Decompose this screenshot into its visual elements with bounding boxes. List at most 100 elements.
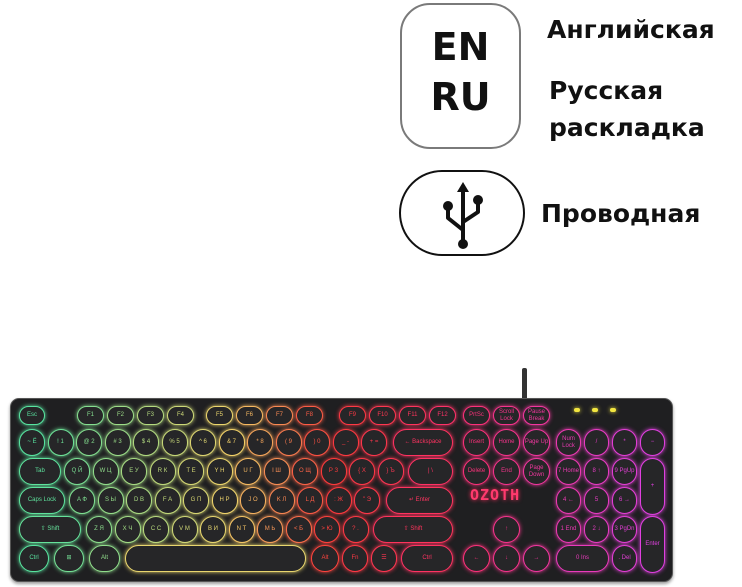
key-num-20[interactable]: − xyxy=(640,429,665,456)
key-f7[interactable]: F7 xyxy=(266,406,293,425)
key-shift[interactable]: ⇧ Shift xyxy=(19,516,81,543)
key-m[interactable]: M Ь xyxy=(257,516,283,543)
key-num-19[interactable]: * xyxy=(612,429,637,456)
key-4[interactable]: 4 ← xyxy=(556,487,581,514)
key-i[interactable]: I Ш xyxy=(263,458,290,485)
key-f3[interactable]: F3 xyxy=(137,406,164,425)
key-n[interactable]: N Т xyxy=(228,516,255,543)
key-8[interactable]: 8 ↑ xyxy=(584,458,609,485)
key-q[interactable]: Q Й xyxy=(64,458,90,485)
key-5[interactable]: % 5 xyxy=(161,429,188,456)
key-home[interactable]: Home xyxy=(493,429,520,456)
key-d[interactable]: D В xyxy=(126,487,152,514)
key-2[interactable]: 2 ↓ xyxy=(584,516,609,543)
key-f5[interactable]: F5 xyxy=(206,406,233,425)
key-1-end[interactable]: 1 End xyxy=(556,516,581,543)
key-a[interactable]: A Ф xyxy=(69,487,95,514)
key-u[interactable]: U Г xyxy=(235,458,261,485)
key-home-11[interactable]: " Э xyxy=(354,487,380,514)
key-f[interactable]: F А xyxy=(154,487,181,514)
key-r[interactable]: R К xyxy=(149,458,176,485)
key-end[interactable]: End xyxy=(493,458,520,485)
key-num-0[interactable]: ~ Ё xyxy=(19,429,45,456)
key-delete[interactable]: Delete xyxy=(463,458,490,485)
key-enter[interactable]: Enter xyxy=(640,516,665,573)
key-1[interactable]: ! 1 xyxy=(47,429,74,456)
key-y[interactable]: Y Н xyxy=(206,458,233,485)
key-l[interactable]: L Д xyxy=(297,487,323,514)
key-shift-9[interactable]: > Ю xyxy=(314,516,340,543)
key-caps-lock[interactable]: Caps Lock xyxy=(19,487,65,514)
key-0[interactable]: ) 0 xyxy=(304,429,330,456)
key-x[interactable]: X Ч xyxy=(114,516,141,543)
key-f1[interactable]: F1 xyxy=(77,406,104,425)
key-p[interactable]: P З xyxy=(320,458,347,485)
key-3[interactable]: # 3 xyxy=(104,429,131,456)
key-h[interactable]: H Р xyxy=(211,487,238,514)
key-shift-10[interactable]: ? . xyxy=(342,516,369,543)
key-del[interactable]: . Del xyxy=(612,545,637,572)
key-bottom-6[interactable]: ☰ xyxy=(371,545,397,572)
key-bottom-8[interactable]: ← xyxy=(463,545,490,572)
key-t[interactable]: T Е xyxy=(178,458,204,485)
key-enter[interactable]: ↵ Enter xyxy=(386,487,453,514)
key-esc[interactable]: Esc xyxy=(19,406,45,425)
key-f6[interactable]: F6 xyxy=(236,406,263,425)
key-o[interactable]: O Щ xyxy=(292,458,318,485)
key-page-up[interactable]: Page Up xyxy=(523,429,550,456)
key-shift[interactable]: ⇧ Shift xyxy=(373,516,453,543)
key-9[interactable]: ( 9 xyxy=(275,429,302,456)
key-num-lock[interactable]: Num Lock xyxy=(556,429,581,456)
key-f11[interactable]: F11 xyxy=(399,406,426,425)
key-4[interactable]: $ 4 xyxy=(133,429,159,456)
key-j[interactable]: J О xyxy=(240,487,266,514)
key-w[interactable]: W Ц xyxy=(92,458,119,485)
key-home-10[interactable]: : Ж xyxy=(325,487,352,514)
key-f4[interactable]: F4 xyxy=(167,406,194,425)
key-top-13[interactable]: | \ xyxy=(408,458,453,485)
key-scroll-lock[interactable]: Scroll Lock xyxy=(493,406,520,425)
key-alt[interactable]: Alt xyxy=(311,545,339,572)
key-prtsc[interactable]: PrtSc xyxy=(463,406,490,425)
key-0-ins[interactable]: 0 Ins xyxy=(556,545,609,572)
key-f8[interactable]: F8 xyxy=(296,406,323,425)
key-s[interactable]: S Ы xyxy=(97,487,124,514)
key-7-home[interactable]: 7 Home xyxy=(556,458,581,485)
key-9-pgup[interactable]: 9 PgUp xyxy=(612,458,637,485)
key-top-12[interactable]: } Ъ xyxy=(377,458,404,485)
key-fn[interactable]: Fn xyxy=(342,545,368,572)
key-bottom-10[interactable]: → xyxy=(523,545,550,572)
key-ctrl[interactable]: Ctrl xyxy=(401,545,453,572)
key-backspace[interactable]: ← Backspace xyxy=(393,429,453,456)
key-e[interactable]: E У xyxy=(121,458,147,485)
key-num-11[interactable]: _ - xyxy=(332,429,359,456)
key-num-18[interactable]: / xyxy=(584,429,609,456)
key-v[interactable]: V М xyxy=(171,516,198,543)
key-tab[interactable]: Tab xyxy=(19,458,61,485)
key-ctrl[interactable]: Ctrl xyxy=(19,545,49,572)
key-num-12[interactable]: + = xyxy=(361,429,387,456)
key-bottom-3[interactable] xyxy=(125,545,306,572)
key-6[interactable]: ^ 6 xyxy=(190,429,216,456)
key-bottom-9[interactable]: ↓ xyxy=(493,545,520,572)
key-insert[interactable]: Insert xyxy=(463,429,490,456)
key-pause-break[interactable]: Pause Break xyxy=(523,406,550,425)
key-z[interactable]: Z Я xyxy=(86,516,112,543)
key-top-20[interactable]: + xyxy=(640,458,665,515)
key-2[interactable]: @ 2 xyxy=(76,429,102,456)
key-top-11[interactable]: { Х xyxy=(349,458,375,485)
key-k[interactable]: K Л xyxy=(268,487,295,514)
key-f2[interactable]: F2 xyxy=(107,406,134,425)
key-f12[interactable]: F12 xyxy=(429,406,456,425)
key-b[interactable]: B И xyxy=(200,516,226,543)
key-3-pgdn[interactable]: 3 PgDn xyxy=(612,516,637,543)
key-6[interactable]: 6 → xyxy=(612,487,637,514)
key-7[interactable]: & 7 xyxy=(218,429,245,456)
key-c[interactable]: C С xyxy=(143,516,169,543)
key-8[interactable]: * 8 xyxy=(247,429,273,456)
key-shift-12[interactable]: ↑ xyxy=(493,516,520,543)
key-shift-8[interactable]: < Б xyxy=(285,516,312,543)
key-bottom-1[interactable]: ⊞ xyxy=(54,545,84,572)
key-f9[interactable]: F9 xyxy=(339,406,366,425)
key-page-down[interactable]: Page Down xyxy=(523,458,550,485)
